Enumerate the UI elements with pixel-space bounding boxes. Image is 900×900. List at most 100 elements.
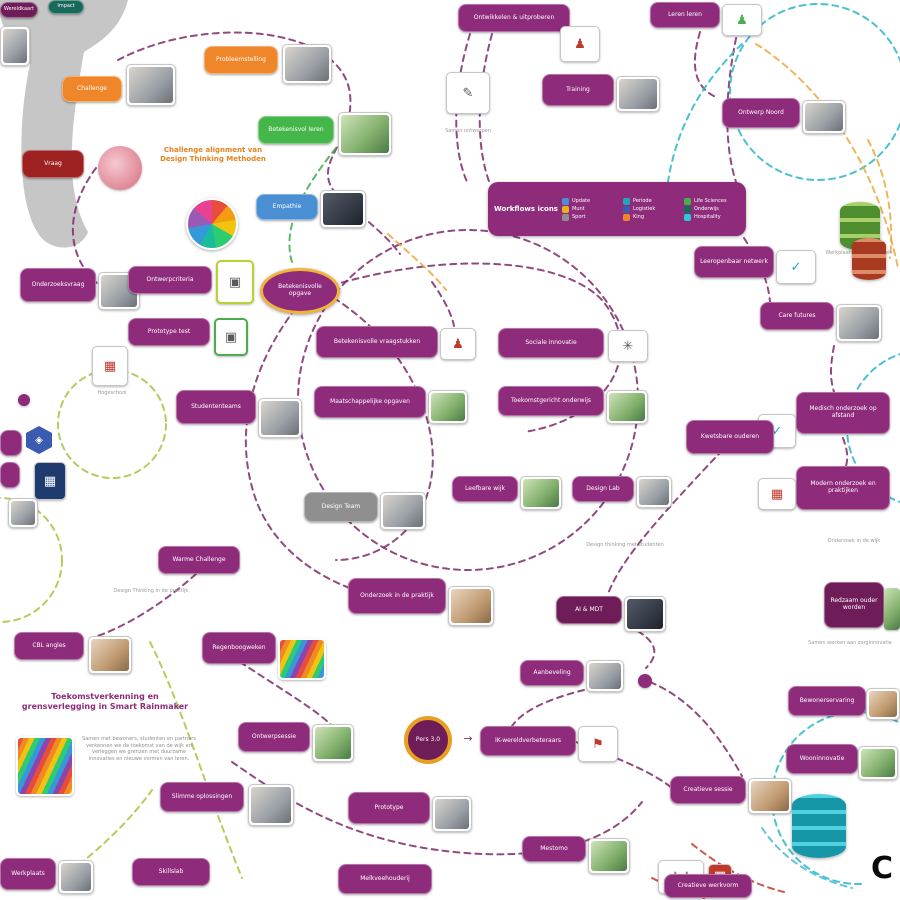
thumbnail-card[interactable] xyxy=(748,778,792,814)
thumbnail-card[interactable] xyxy=(428,390,468,424)
map-node[interactable]: Care futures xyxy=(760,302,834,330)
map-node[interactable]: Onderzoeksvraag xyxy=(20,268,96,302)
network-icon[interactable]: ✳ xyxy=(608,330,648,362)
color-wheel[interactable] xyxy=(186,198,238,250)
map-node[interactable]: Leren leren xyxy=(650,2,720,28)
map-node[interactable]: Kwetsbare ouderen xyxy=(686,420,774,454)
map-node[interactable]: Design Lab xyxy=(572,476,634,502)
map-node[interactable]: Ontwerpcriteria xyxy=(128,266,212,294)
thumbnail-card[interactable] xyxy=(636,476,672,508)
map-node[interactable]: Vraag xyxy=(22,150,84,178)
map-node[interactable]: Empathie xyxy=(256,194,318,220)
thumbnail-card[interactable] xyxy=(836,304,882,342)
map-node[interactable]: Leefbare wijk xyxy=(452,476,518,502)
database-icon[interactable] xyxy=(852,238,886,280)
building-icon[interactable]: ▦ xyxy=(34,462,66,500)
circle-node[interactable]: Pers 3.0 xyxy=(404,716,452,764)
database-icon[interactable] xyxy=(792,794,846,858)
map-node[interactable]: Ontwerp Noord xyxy=(722,98,800,128)
map-node[interactable]: Creatieve sessie xyxy=(670,776,746,804)
school-icon[interactable]: ▦ xyxy=(92,346,128,386)
clipboard-icon[interactable]: ▣ xyxy=(216,260,254,304)
map-node[interactable]: AI & MDT xyxy=(556,596,622,624)
map-node[interactable]: Wereldkaart xyxy=(0,2,38,18)
map-node[interactable] xyxy=(0,430,22,456)
map-node[interactable]: Prototype test xyxy=(128,318,210,346)
thumbnail-card[interactable] xyxy=(338,112,392,156)
highlight-ellipse[interactable]: Betekenisvolle opgave xyxy=(260,268,340,314)
thumbnail-card[interactable] xyxy=(588,838,630,874)
thumbnail-card[interactable] xyxy=(866,688,900,720)
map-node[interactable]: Wooninnovatie xyxy=(786,744,858,774)
photo-thumbnail[interactable] xyxy=(98,146,142,190)
map-node[interactable]: Challenge xyxy=(62,76,122,102)
rainbow-image[interactable] xyxy=(16,736,74,796)
thumbnail-card[interactable] xyxy=(380,492,426,530)
map-node[interactable]: Modern onderzoek en praktijken xyxy=(796,466,890,510)
dot-node[interactable] xyxy=(638,674,652,688)
map-node[interactable]: Bewonerservaring xyxy=(788,686,866,716)
thumbnail-card[interactable] xyxy=(624,596,666,632)
map-node[interactable]: Betekenisvol leren xyxy=(258,116,334,144)
map-node[interactable]: Betekenisvolle vraagstukken xyxy=(316,326,438,358)
map-node[interactable]: Ontwerpsessie xyxy=(238,722,310,752)
map-node[interactable]: IK-wereldverbeteraars xyxy=(480,726,576,756)
thumbnail-card[interactable] xyxy=(126,64,176,106)
map-node[interactable]: Melkveehouderij xyxy=(338,864,432,894)
map-node[interactable]: Redzaam ouder worden xyxy=(824,582,884,628)
map-node[interactable]: Creatieve werkvorm xyxy=(664,874,752,898)
map-node[interactable]: Werkplaats xyxy=(0,858,56,890)
flag-icon[interactable]: ⚑ xyxy=(578,726,618,762)
thumbnail-card[interactable] xyxy=(282,44,332,84)
thumbnail-card[interactable] xyxy=(858,746,898,780)
rainbow-image[interactable] xyxy=(278,638,326,680)
map-node[interactable]: Skillslab xyxy=(132,858,210,886)
map-node[interactable]: Studententeams xyxy=(176,390,256,424)
thumbnail-card[interactable] xyxy=(88,636,132,674)
red-square-icon[interactable]: ▦ xyxy=(758,478,796,510)
thumbnail-card[interactable] xyxy=(448,586,494,626)
thumbnail-card[interactable] xyxy=(432,796,472,832)
logo-c[interactable]: C xyxy=(864,848,900,888)
person-icon[interactable]: ♟ xyxy=(560,26,600,62)
map-node[interactable]: Probleemstelling xyxy=(204,46,278,74)
clipboard-icon[interactable]: ▣ xyxy=(214,318,248,356)
thumbnail-card[interactable] xyxy=(258,398,302,438)
map-node[interactable]: Warme Challenge xyxy=(158,546,240,574)
thumbnail-card[interactable] xyxy=(248,784,294,826)
map-node[interactable]: Ontwikkelen & uitproberen xyxy=(458,4,570,32)
photo-thumbnail[interactable] xyxy=(884,588,900,630)
thumbnail-card[interactable] xyxy=(8,498,38,528)
thumbnail-card[interactable] xyxy=(586,660,624,692)
map-node[interactable]: Maatschappelijke opgaven xyxy=(314,386,426,418)
thumbnail-card[interactable] xyxy=(58,860,94,894)
check-icon[interactable]: ✓ xyxy=(776,250,816,284)
map-node[interactable]: Onderzoek in de praktijk xyxy=(348,578,446,614)
map-node[interactable]: Regenboogweken xyxy=(202,632,276,664)
person-icon[interactable]: ♟ xyxy=(440,328,476,360)
thumbnail-card[interactable] xyxy=(320,190,366,228)
map-node[interactable]: Sociale innovatie xyxy=(498,328,604,358)
map-node[interactable]: Training xyxy=(542,74,614,106)
map-node[interactable]: CBL angles xyxy=(14,632,84,660)
map-node[interactable]: Mestomo xyxy=(522,836,586,862)
thumbnail-card[interactable] xyxy=(606,390,648,424)
map-node[interactable]: Toekomstgericht onderwijs xyxy=(498,386,604,416)
thumbnail-card[interactable] xyxy=(520,476,562,510)
map-node[interactable]: Aanbeveling xyxy=(520,660,584,686)
dot-node[interactable] xyxy=(18,394,30,406)
thumbnail-card[interactable] xyxy=(802,100,846,134)
map-node[interactable]: Slimme oplossingen xyxy=(160,782,244,812)
map-node[interactable]: Medisch onderzoek op afstand xyxy=(796,392,890,434)
map-node[interactable]: Prototype xyxy=(348,792,430,824)
map-node[interactable] xyxy=(0,462,20,488)
map-node[interactable]: Design Team xyxy=(304,492,378,522)
map-node[interactable]: Impact xyxy=(48,0,84,14)
thumbnail-card[interactable] xyxy=(312,724,354,762)
thumbnail-card[interactable] xyxy=(0,26,30,66)
pencil-icon[interactable]: ✎ xyxy=(446,72,490,114)
person-icon[interactable]: ♟ xyxy=(722,4,762,36)
map-node[interactable]: Leeropenbaar netwerk xyxy=(694,246,774,278)
thumbnail-card[interactable] xyxy=(616,76,660,112)
